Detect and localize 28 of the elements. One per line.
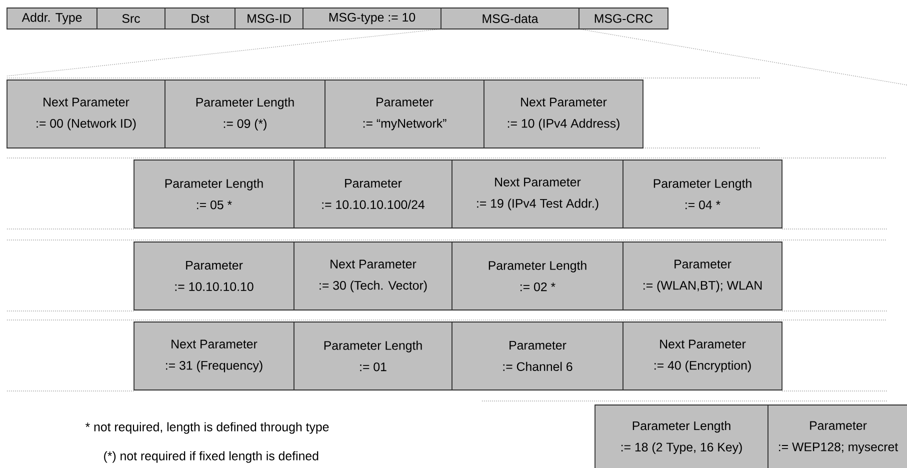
header-field: MSG-CRC [578,8,668,30]
header-field: MSG-data [440,8,580,30]
parameter-field: Parameter := 10.10.10.10 [134,242,294,310]
node-label: := 18 (2 Type, 16 Key) [621,442,742,454]
parameter-field: Parameter := Channel 6 [452,322,624,390]
parameter-field: Parameter Length := 18 (2 Type, 16 Key) [594,404,768,468]
header-field: MSG-ID [234,8,304,30]
parameter-field: Parameter := (WLAN,BT); WLAN [622,242,782,310]
parameter-field: Next Parameter := 10 (IPv4 Address) [484,80,644,148]
parameter-field: Parameter Length := 02 * [452,242,624,310]
parameter-field: Parameter := WEP128; mysecret [768,404,907,468]
parameter-field: Parameter Length := 04 * [622,160,782,228]
parameter-field: Next Parameter := 19 (IPv4 Test Addr.) [452,160,624,228]
parameter-field: Parameter Length := 09 (*) [164,80,326,148]
header-field: Src [96,8,166,30]
parameter-field: Parameter Length := 01 [294,322,452,390]
footnote: (*) not required if fixed length is defined [104,451,318,463]
parameter-field: Next Parameter := 40 (Encryption) [622,322,782,390]
parameter-field: Parameter := 10.10.10.100/24 [294,160,452,228]
parameter-field: Next Parameter := 00 (Network ID) [6,80,166,148]
header-field: Addr. Type [6,8,98,30]
header-field: Dst [164,8,236,30]
node-label: Parameter Length [632,421,730,433]
footnote: * not required, length is defined through type [85,422,329,434]
parameter-field: Next Parameter := 31 (Frequency) [134,322,294,390]
parameter-field: Parameter Length := 05 * [134,160,294,228]
parameter-field: Next Parameter := 30 (Tech. Vector) [294,242,452,310]
parameter-field: Parameter := “myNetwork” [324,80,484,148]
